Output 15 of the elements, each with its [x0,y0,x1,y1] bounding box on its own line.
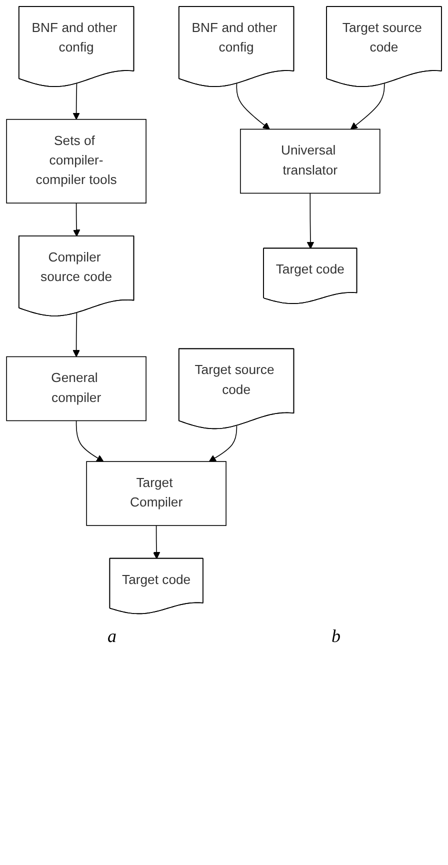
arrow [72,312,80,358]
node-box: General compiler [6,356,146,422]
arrow [236,83,270,130]
arrow [306,192,314,249]
arrow [350,83,385,130]
node-box: Sets of compiler-compiler tools [6,118,146,204]
node-box: Target Compiler [86,461,226,526]
panel-label: b [332,626,340,648]
arrow [152,525,160,560]
arrow [72,83,80,120]
arrow [208,425,238,462]
arrow [76,420,104,462]
node-box: Universal translator [240,128,380,194]
arrow [72,202,80,237]
panel-label: a [108,626,116,648]
